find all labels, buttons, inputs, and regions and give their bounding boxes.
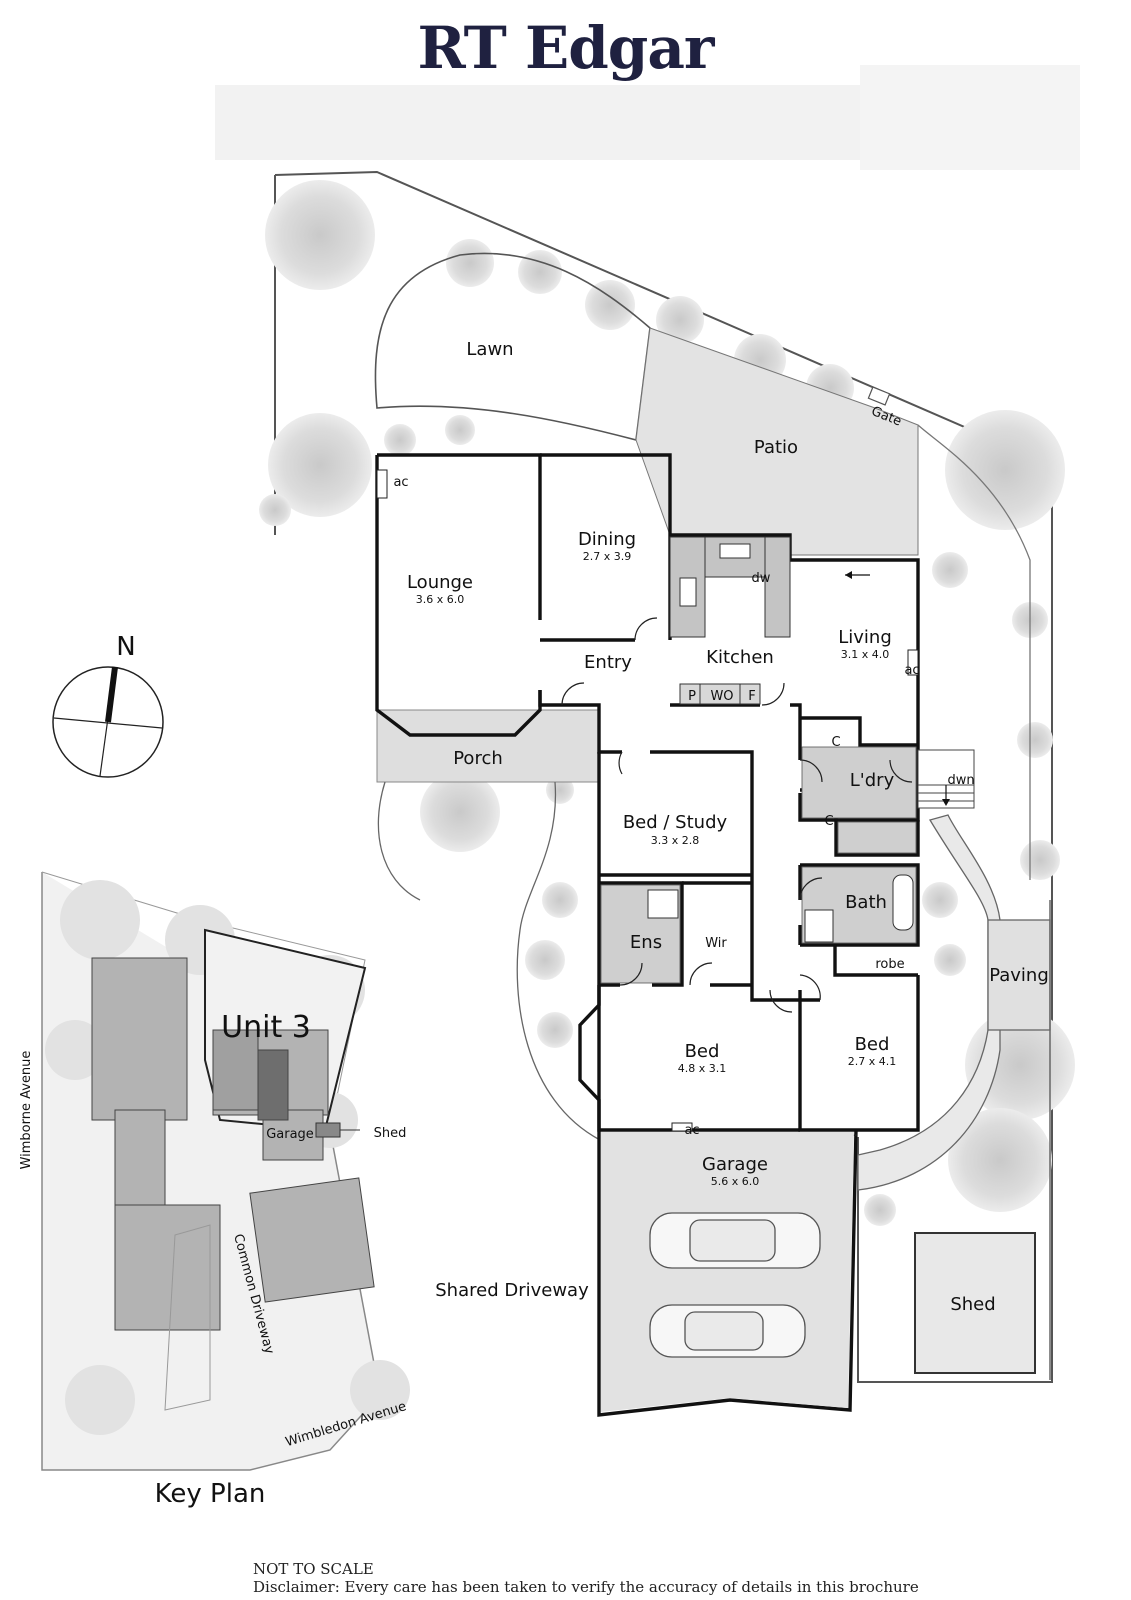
entry-label: Entry xyxy=(584,652,632,673)
dishwasher-label: dw xyxy=(752,571,771,586)
bath-label: Bath xyxy=(845,892,887,913)
cupboard-label-1: C xyxy=(831,735,840,750)
cupboard-label-2: C xyxy=(824,814,833,829)
lounge-dims: 3.6 x 6.0 xyxy=(416,593,465,606)
ensuite-label: Ens xyxy=(630,932,662,953)
master-bed-label: Bed xyxy=(685,1041,720,1062)
key-plan-shed-label: Shed xyxy=(374,1126,407,1141)
key-plan-unit-label: Unit 3 xyxy=(221,1010,311,1045)
disclaimer-note: Disclaimer: Every care has been taken to… xyxy=(253,1578,919,1596)
dining-dims: 2.7 x 3.9 xyxy=(583,550,632,563)
key-plan-title: Key Plan xyxy=(155,1479,266,1509)
porch-area xyxy=(376,709,600,783)
stairs-down-label: dwn xyxy=(947,773,974,788)
garage-dims: 5.6 x 6.0 xyxy=(711,1175,760,1188)
shed xyxy=(914,1232,1036,1374)
shared-driveway-label: Shared Driveway xyxy=(435,1280,589,1301)
master-bed-dims: 4.8 x 3.1 xyxy=(678,1062,727,1075)
ac-bed-label: ac xyxy=(684,1123,699,1138)
ac-lounge-label: ac xyxy=(393,475,408,490)
lawn-label: Lawn xyxy=(466,339,513,360)
ac-living-label: ac xyxy=(904,663,919,678)
side-path xyxy=(857,814,1001,1191)
laundry-label: L'dry xyxy=(850,770,895,791)
key-plan-garage-label: Garage xyxy=(266,1127,314,1142)
kitchen-label: Kitchen xyxy=(706,647,774,668)
gate-marker xyxy=(867,386,891,406)
porch-label: Porch xyxy=(453,748,503,769)
pantry-label: P xyxy=(688,689,696,704)
robe-label: robe xyxy=(875,957,904,972)
key-plan xyxy=(41,871,410,1471)
bed-2-dims: 2.7 x 4.1 xyxy=(848,1055,897,1068)
shed-label: Shed xyxy=(950,1294,995,1315)
dining-label: Dining xyxy=(578,529,636,550)
wet-areas xyxy=(600,746,917,984)
kitchen-benches xyxy=(669,536,791,705)
key-plan-street-1: Wimborne Avenue xyxy=(19,1051,34,1170)
not-to-scale-note: NOT TO SCALE xyxy=(253,1560,374,1578)
bed-study-dims: 3.3 x 2.8 xyxy=(651,834,700,847)
brand-title: RT Edgar xyxy=(417,14,715,82)
patio-label: Patio xyxy=(754,437,798,458)
fridge-label: F xyxy=(748,689,755,704)
paving-label: Paving xyxy=(989,965,1049,986)
living-label: Living xyxy=(838,627,892,648)
lawn-area xyxy=(374,252,651,442)
cars xyxy=(649,1212,821,1358)
garage-label: Garage xyxy=(702,1154,768,1175)
wir-label: Wir xyxy=(705,936,727,951)
living-dims: 3.1 x 4.0 xyxy=(841,648,890,661)
compass-north-label: N xyxy=(116,632,135,662)
address-backdrop xyxy=(215,85,860,160)
bed-study-label: Bed / Study xyxy=(623,812,728,833)
header-shade xyxy=(860,65,1080,170)
compass xyxy=(52,666,164,778)
lounge-label: Lounge xyxy=(407,572,473,593)
wall-oven-label: WO xyxy=(710,689,733,704)
bed-2-label: Bed xyxy=(855,1034,890,1055)
paving-area xyxy=(987,919,1051,1031)
site-boundary xyxy=(274,170,1053,1383)
